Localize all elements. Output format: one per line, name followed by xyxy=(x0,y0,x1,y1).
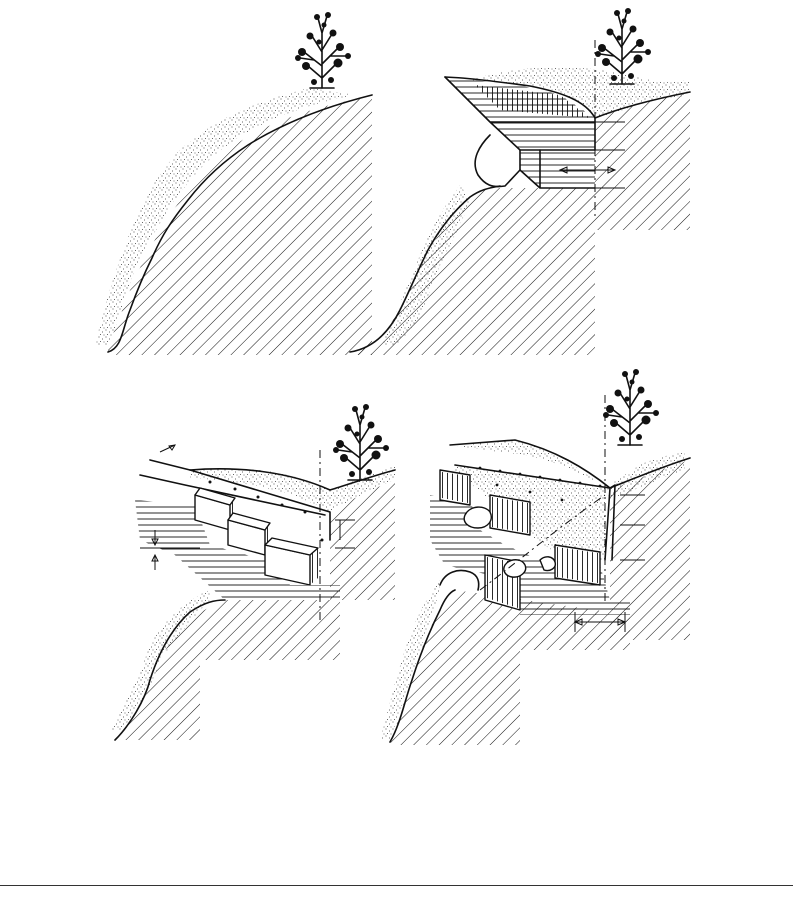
crib-block xyxy=(440,470,470,505)
crib-block xyxy=(228,513,270,555)
boulder xyxy=(504,560,526,577)
panel-1-natural-slope xyxy=(96,12,372,355)
footer-rule xyxy=(0,885,793,886)
boulder xyxy=(464,507,491,528)
crib-block xyxy=(555,545,600,585)
panel-3-crib-blocks xyxy=(110,404,395,740)
tree-icon xyxy=(603,369,659,445)
tree-icon xyxy=(295,12,351,88)
tree-icon xyxy=(333,404,389,480)
panel-4-completed-structure xyxy=(380,369,690,745)
crib-block xyxy=(490,495,530,535)
panel-2-excavated-bench xyxy=(350,8,690,355)
